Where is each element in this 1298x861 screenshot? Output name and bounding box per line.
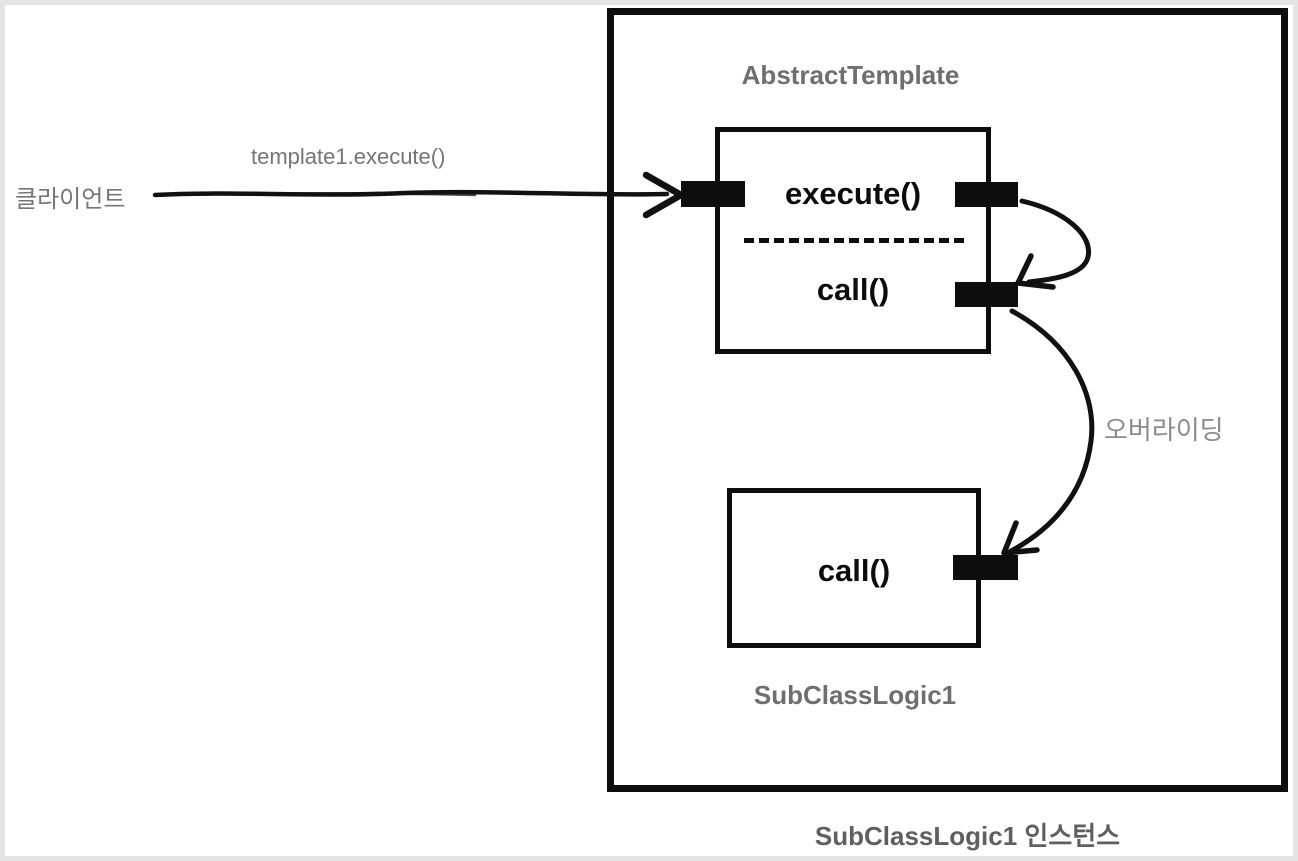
abstract-template-title: AbstractTemplate [741, 60, 960, 90]
subclass-call-port [953, 555, 1018, 580]
execute-right-port [955, 182, 1018, 207]
execute-method-label: execute() [784, 176, 922, 211]
subclass-box [727, 488, 981, 648]
call-right-port [955, 282, 1018, 307]
client-label: 클라이언트 [15, 186, 126, 213]
override-label: 오버라이딩 [1104, 415, 1224, 445]
method-separator [744, 238, 964, 243]
instance-container-box [607, 8, 1288, 792]
invocation-label: template1.execute() [251, 144, 446, 169]
client-call-arrow [152, 171, 685, 219]
call-method-label: call() [816, 272, 890, 307]
instance-label: SubClassLogic1 인스턴스 [814, 821, 1121, 851]
execute-left-port [681, 181, 745, 207]
subclass-name-label: SubClassLogic1 [753, 680, 957, 710]
subclass-call-method-label: call() [817, 553, 891, 588]
